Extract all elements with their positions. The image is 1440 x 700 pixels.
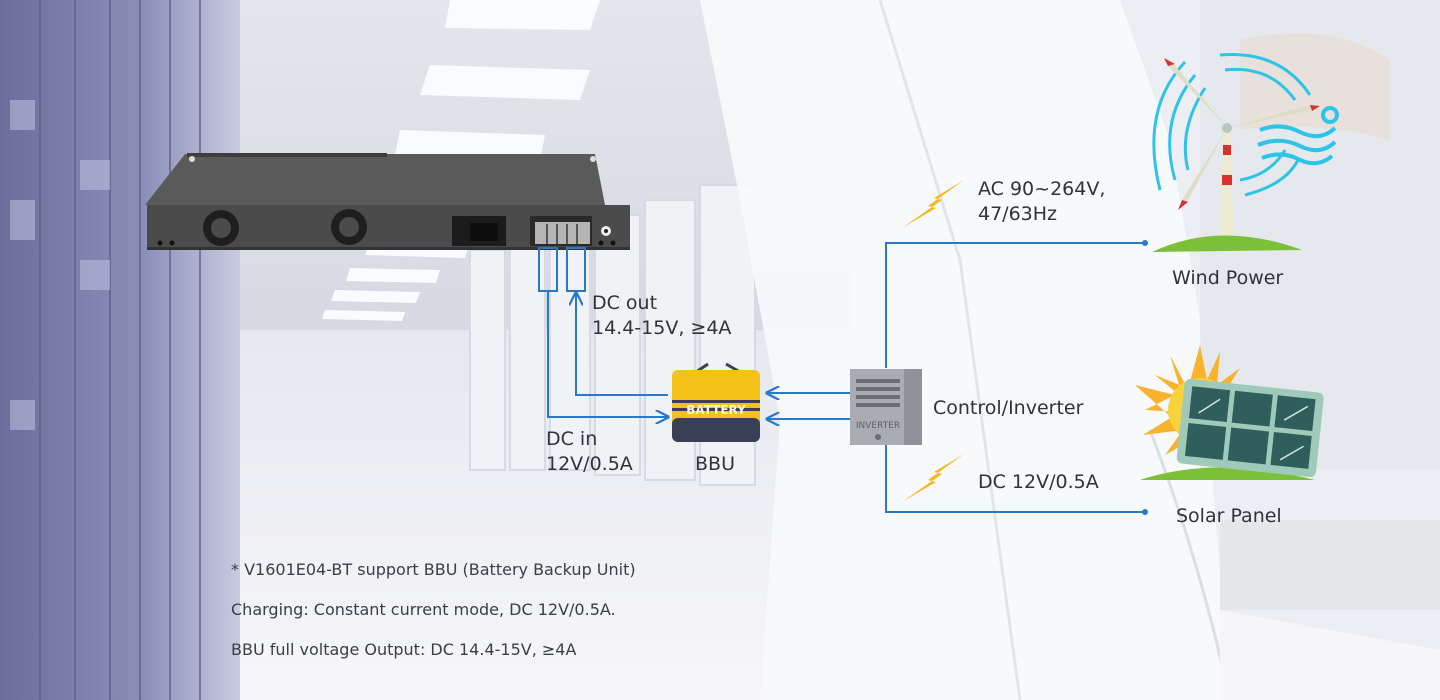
dc-out-value: 14.4-15V, ≥4A xyxy=(592,317,732,339)
dc-in-terminal-outline xyxy=(538,247,558,292)
note-charging: Charging: Constant current mode, DC 12V/… xyxy=(231,600,616,619)
wind-power-label: Wind Power xyxy=(1172,267,1284,289)
solar-panel-icon xyxy=(1135,345,1324,480)
battery-icon: BATTERY xyxy=(672,362,760,442)
lightning-bolt-icon xyxy=(902,454,964,502)
dc-terminal-block xyxy=(530,216,592,246)
wind-turbine-icon xyxy=(1152,53,1339,252)
inverter-icon: INVERTER xyxy=(850,369,922,445)
switch-rear-panel xyxy=(145,153,630,250)
grass-mound xyxy=(1152,235,1302,252)
control-inverter-label: Control/Inverter xyxy=(933,397,1084,419)
fan-icon xyxy=(203,210,239,246)
inverter-text: INVERTER xyxy=(856,421,900,431)
dc-out-label: DC out xyxy=(592,292,658,314)
ac-frequency-label: 47/63Hz xyxy=(978,203,1058,225)
battery-text: BATTERY xyxy=(686,403,746,417)
note-output: BBU full voltage Output: DC 14.4-15V, ≥4… xyxy=(231,640,577,659)
ceiling-lights xyxy=(322,0,600,321)
dc-solar-label: DC 12V/0.5A xyxy=(978,471,1099,493)
dc-in-wire xyxy=(547,291,668,417)
bbu-label: BBU xyxy=(695,453,735,475)
lightning-bolt-icon xyxy=(902,180,964,228)
wind-ac-wire xyxy=(885,242,1145,368)
note-bbu-support: * V1601E04-BT support BBU (Battery Backu… xyxy=(231,560,636,579)
dc-out-terminal-outline xyxy=(566,247,586,292)
solar-panel-label: Solar Panel xyxy=(1176,505,1282,527)
dc-out-wire xyxy=(576,293,668,396)
fan-icon xyxy=(331,209,367,245)
dc-in-label: DC in xyxy=(546,428,598,450)
solar-dc-wire xyxy=(885,445,1145,513)
server-rack-corridor xyxy=(469,184,756,486)
ac-inlet-port xyxy=(452,216,506,246)
person-silhouette xyxy=(700,0,1230,700)
ac-input-label: AC 90~264V, xyxy=(978,178,1106,200)
dc-in-value: 12V/0.5A xyxy=(546,453,633,475)
ground-screw xyxy=(601,226,611,236)
